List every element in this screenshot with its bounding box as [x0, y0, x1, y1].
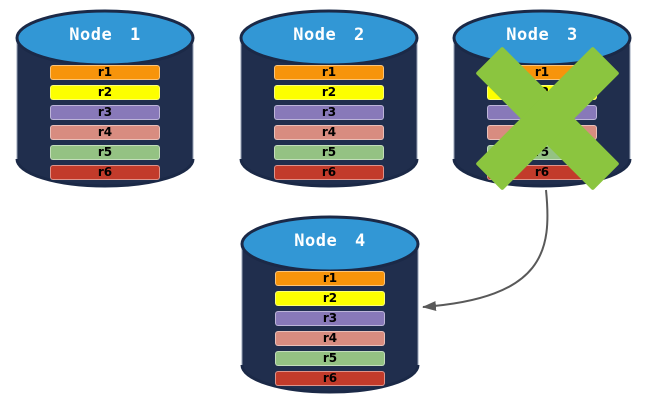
row-r1: r1 [50, 65, 160, 80]
failover-arrow-icon [422, 189, 549, 312]
row-label: r3 [321, 105, 337, 119]
row-r4: r4 [275, 331, 385, 346]
node-1: Node 1 r1 r2 r3 r4 r5 r6 [14, 8, 196, 190]
x-stroke [476, 47, 619, 190]
node-1-rows: r1 r2 r3 r4 r5 r6 [50, 65, 160, 185]
cylinder-bottom-rim [239, 158, 419, 188]
node-4-label: Node 4 [294, 231, 366, 251]
row-label: r6 [97, 165, 113, 179]
row-label: r5 [322, 351, 338, 365]
node-4-rows: r1 r2 r3 r4 r5 r6 [275, 271, 385, 391]
row-label: r6 [534, 165, 550, 179]
node-2-label: Node 2 [293, 25, 365, 45]
row-r3: r3 [275, 311, 385, 326]
node-2: Node 2 r1 r2 r3 r4 r5 r6 [238, 8, 420, 190]
row-r4: r4 [274, 125, 384, 140]
row-label: r1 [534, 65, 550, 79]
row-label: r1 [97, 65, 113, 79]
node-1-label: Node 1 [69, 25, 141, 45]
row-label: r2 [97, 85, 113, 99]
row-label: r6 [322, 371, 338, 385]
cylinder-bottom-rim [15, 158, 195, 188]
row-r6: r6 [275, 371, 385, 386]
node-3-label: Node 3 [506, 25, 578, 45]
row-label: r1 [321, 65, 337, 79]
cylinder-bottom-rim [452, 158, 632, 188]
row-label: r2 [322, 291, 338, 305]
row-label: r5 [321, 145, 337, 159]
row-label: r3 [97, 105, 113, 119]
row-r1: r1 [274, 65, 384, 80]
failure-x-icon [476, 47, 619, 190]
row-r5: r5 [275, 351, 385, 366]
row-r4: r4 [50, 125, 160, 140]
node-2-rows: r1 r2 r3 r4 r5 r6 [274, 65, 384, 185]
row-r2: r2 [50, 85, 160, 100]
row-label: r2 [321, 85, 337, 99]
row-r2: r2 [274, 85, 384, 100]
row-r1: r1 [275, 271, 385, 286]
row-r3: r3 [274, 105, 384, 120]
row-label: r4 [97, 125, 113, 139]
row-r3: r3 [50, 105, 160, 120]
node-4: Node 4 r1 r2 r3 r4 r5 r6 [239, 214, 421, 396]
row-r2: r2 [275, 291, 385, 306]
row-label: r6 [321, 165, 337, 179]
row-r5: r5 [274, 145, 384, 160]
row-label: r4 [321, 125, 337, 139]
row-r6: r6 [50, 165, 160, 180]
cylinder-bottom-rim [240, 364, 420, 394]
arrow-curve [422, 189, 549, 312]
row-r5: r5 [50, 145, 160, 160]
row-label: r3 [322, 311, 338, 325]
row-label: r4 [322, 331, 338, 345]
row-r6: r6 [274, 165, 384, 180]
row-label: r5 [97, 145, 113, 159]
row-label: r1 [322, 271, 338, 285]
